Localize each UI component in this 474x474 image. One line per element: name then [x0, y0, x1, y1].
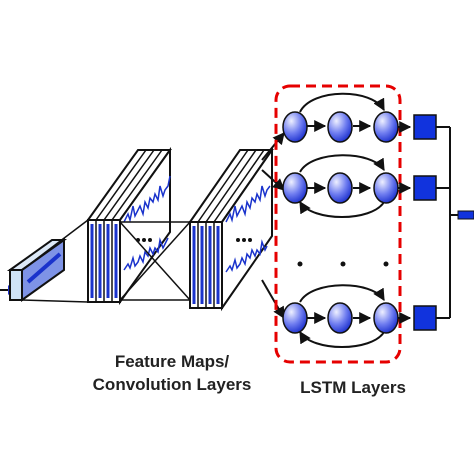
lstm-row-2: [282, 154, 399, 218]
lstm-row-1: [282, 92, 399, 143]
lstm-node: [373, 111, 399, 143]
lstm-node: [327, 172, 353, 204]
lstm-group-box: [274, 84, 402, 364]
feature-maps-label-line1: Feature Maps/: [114, 352, 230, 371]
conv-block-1: [86, 146, 172, 306]
lstm-node: [373, 302, 399, 334]
output-unit: [413, 114, 437, 140]
lstm-row-3: [282, 284, 399, 348]
lstm-node: [282, 302, 308, 334]
feature-maps-label-line2: Convolution Layers: [92, 375, 252, 394]
output-unit: [413, 305, 437, 331]
feature-map-signal-2: [225, 185, 271, 273]
output-unit: [413, 175, 437, 201]
lstm-node: [373, 172, 399, 204]
conv-connectors: [119, 221, 191, 301]
final-output: [457, 210, 474, 220]
lstm-layers-label: LSTM Layers: [300, 378, 406, 397]
cnn-to-lstm-connectors: [261, 132, 285, 320]
lstm-to-output-arrows: [398, 121, 412, 324]
lstm-node: [327, 111, 353, 143]
feature-maps-label: Feature Maps/ Convolution Layers: [82, 350, 262, 396]
input-layer: [6, 238, 68, 302]
conv-block-2: [188, 146, 274, 312]
lstm-node: [327, 302, 353, 334]
feature-map-signal-1: [123, 175, 171, 271]
lstm-node: [282, 111, 308, 143]
ellipsis-dots-2: [236, 238, 252, 242]
output-bus: [436, 126, 474, 319]
output-units: [413, 114, 437, 331]
input-connectors: [21, 219, 89, 303]
lstm-node: [282, 172, 308, 204]
lstm-ellipsis: [297, 261, 389, 267]
